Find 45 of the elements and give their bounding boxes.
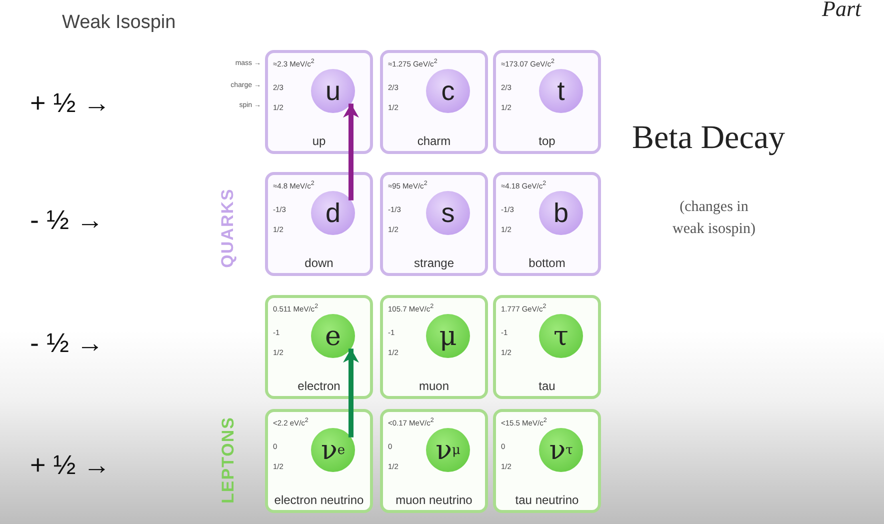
isospin-value: + ½ → <box>30 450 110 481</box>
particle-symbol: t <box>539 69 583 113</box>
particle-card <box>380 50 488 154</box>
particle-name: top <box>538 136 556 147</box>
particle-card <box>493 50 601 154</box>
subtitle: (changes in weak isospin) <box>672 198 756 239</box>
particle-card <box>265 409 373 513</box>
particle-name: tau <box>538 381 556 392</box>
isospin-value: + ½ → <box>30 88 110 119</box>
particle-name: up <box>311 136 327 147</box>
particle-name: muon neutrino <box>394 495 474 506</box>
isospin-value: - ½ → <box>30 328 104 359</box>
particle-symbol: e <box>311 314 355 358</box>
particle-symbol: d <box>311 191 355 235</box>
slide-part-text: Part <box>822 0 862 22</box>
particle-card <box>265 172 373 276</box>
particle-symbol: u <box>311 69 355 113</box>
particle-card <box>380 409 488 513</box>
particle-name: charm <box>416 136 452 147</box>
particle-name: bottom <box>528 258 566 269</box>
particle-symbol: b <box>539 191 583 235</box>
isospin-value: - ½ → <box>30 205 104 236</box>
particle-name: muon <box>418 381 450 392</box>
particle-name: down <box>304 258 334 269</box>
particle-card <box>493 172 601 276</box>
column-heading: Weak Isospin <box>62 12 176 34</box>
particle-card <box>380 172 488 276</box>
particle-symbol: s <box>426 191 470 235</box>
particle-card <box>265 295 373 399</box>
particle-symbol: c <box>426 69 470 113</box>
arrow <box>343 104 359 200</box>
particle-name: electron neutrino <box>273 495 365 506</box>
group-label: QUARKS <box>218 188 238 268</box>
particle-name: electron <box>296 381 342 392</box>
particle-card <box>493 295 601 399</box>
particle-card <box>493 409 601 513</box>
particle-name: strange <box>412 258 456 269</box>
group-label: LEPTONS <box>218 416 238 504</box>
particle-card <box>380 295 488 399</box>
particle-symbol: τ <box>539 314 583 358</box>
particle-symbol: μ <box>426 314 470 358</box>
heading: Beta Decay <box>632 120 785 157</box>
arrow <box>343 348 359 438</box>
particle-card <box>265 50 373 154</box>
particle-name: tau neutrino <box>514 495 580 506</box>
